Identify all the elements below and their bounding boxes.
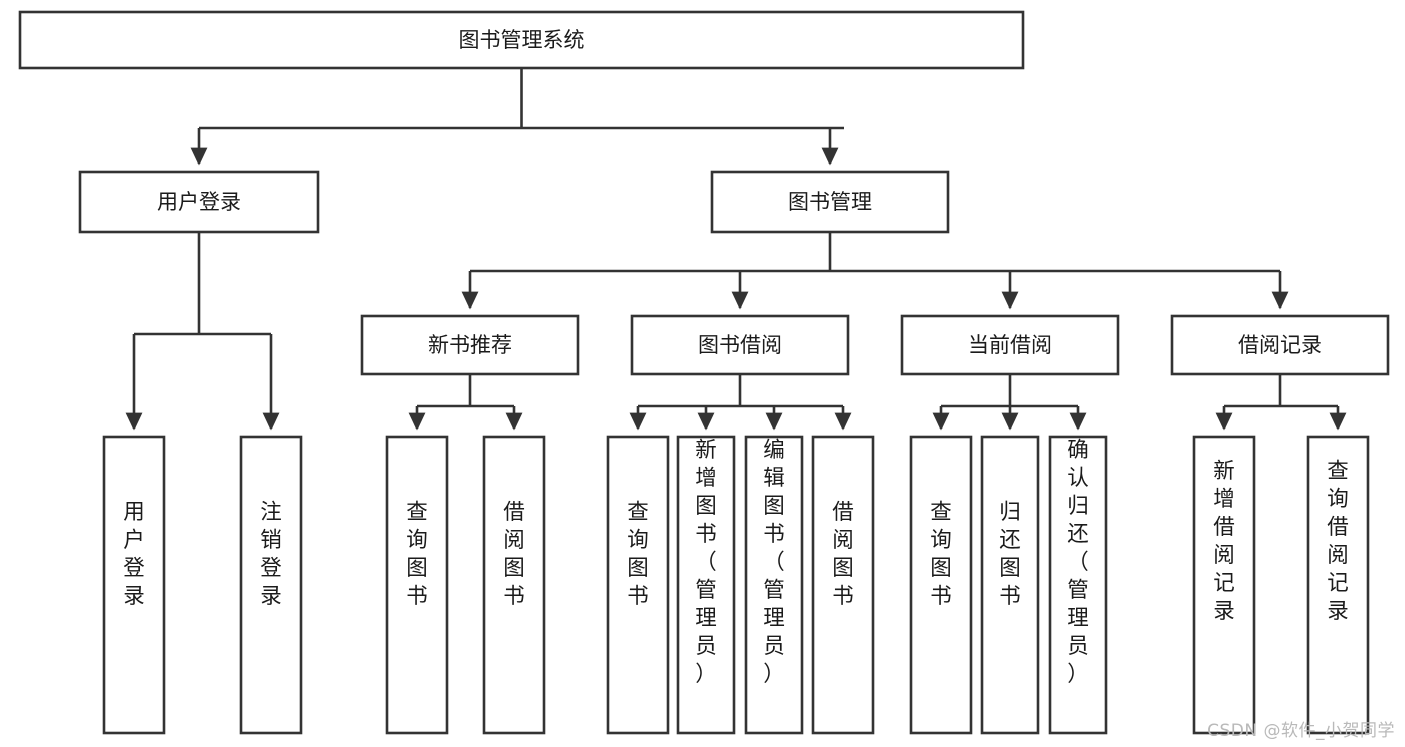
node-book-manage[interactable]: 图书管理 — [710, 170, 950, 234]
node-current-borrow-label: 当前借阅 — [968, 333, 1052, 357]
connector-root-to-level2 — [190, 68, 844, 166]
leaf-node[interactable]: 编辑图书（管理员） — [744, 435, 804, 735]
leaf-edit-book-label: 编辑图书（管理员） — [763, 438, 785, 687]
leaf-query-book-2-label: 查询图书 — [627, 500, 649, 609]
node-user-login-label: 用户登录 — [157, 190, 241, 214]
node-book-manage-box — [710, 170, 950, 234]
leaf-confirm-return-label: 确认归还（管理员） — [1067, 438, 1089, 687]
connector-currentborrow-to-leaves — [932, 374, 1087, 431]
node-book-borrow-label: 图书借阅 — [698, 333, 782, 357]
node-root-box — [18, 10, 1025, 70]
leaf-query-record-box — [1306, 435, 1370, 735]
node-borrow-record[interactable]: 借阅记录 — [1170, 314, 1390, 376]
leaf-node[interactable]: 归还图书 — [980, 435, 1040, 735]
node-user-login-box — [78, 170, 320, 234]
node-book-manage-label: 图书管理 — [788, 190, 872, 214]
leaf-borrow-book-1-label: 借阅图书 — [503, 500, 525, 609]
node-book-borrow[interactable]: 图书借阅 — [630, 314, 850, 376]
leaf-borrow-book-2-label: 借阅图书 — [832, 500, 854, 609]
leaf-return-book-label: 归还图书 — [999, 500, 1021, 609]
leaf-borrow-book-2-box — [811, 435, 875, 735]
connector-newbook-to-leaves — [408, 374, 523, 431]
leaf-query-book-3-label: 查询图书 — [930, 500, 952, 609]
leaf-query-book-3-box — [909, 435, 973, 735]
connector-bookborrow-to-leaves — [629, 374, 852, 431]
node-borrow-record-box — [1170, 314, 1390, 376]
node-root[interactable]: 图书管理系统 — [18, 10, 1025, 70]
node-user-login[interactable]: 用户登录 — [78, 170, 320, 234]
leaf-add-book-label: 新增图书（管理员） — [695, 438, 717, 687]
leaf-node[interactable]: 查询图书 — [909, 435, 973, 735]
connector-userlogin-to-leaves — [125, 232, 280, 431]
leaf-node[interactable]: 查询图书 — [385, 435, 449, 735]
leaf-add-record-box — [1192, 435, 1256, 735]
leaf-add-record-label: 新增借阅记录 — [1213, 459, 1235, 624]
leaf-user-login-label: 用户登录 — [123, 500, 145, 609]
leaf-user-login-box — [102, 435, 166, 735]
csdn-watermark: CSDN @软件_小贺同学 — [1207, 721, 1395, 741]
leaf-node[interactable]: 新增图书（管理员） — [676, 435, 736, 735]
leaf-node[interactable]: 查询图书 — [606, 435, 670, 735]
leaf-node[interactable]: 新增借阅记录 — [1192, 435, 1256, 735]
connector-borrowrecord-to-leaves — [1215, 374, 1347, 431]
leaf-query-book-2-box — [606, 435, 670, 735]
node-new-book-recommend[interactable]: 新书推荐 — [360, 314, 580, 376]
leaf-query-book-1-label: 查询图书 — [406, 500, 428, 609]
leaf-borrow-book-1-box — [482, 435, 546, 735]
leaf-edit-book-box — [744, 435, 804, 735]
node-root-label: 图书管理系统 — [459, 28, 585, 52]
node-book-borrow-box — [630, 314, 850, 376]
leaf-add-book-box — [676, 435, 736, 735]
node-current-borrow-box — [900, 314, 1120, 376]
leaf-confirm-return-box — [1048, 435, 1108, 735]
node-current-borrow[interactable]: 当前借阅 — [900, 314, 1120, 376]
leaf-node[interactable]: 借阅图书 — [482, 435, 546, 735]
leaf-node[interactable]: 确认归还（管理员） — [1048, 435, 1108, 735]
leaf-node[interactable]: 借阅图书 — [811, 435, 875, 735]
leaf-query-book-1-box — [385, 435, 449, 735]
leaf-return-book-box — [980, 435, 1040, 735]
leaf-node[interactable]: 注销登录 — [239, 435, 303, 735]
node-new-book-recommend-label: 新书推荐 — [428, 333, 512, 357]
leaf-user-logout-box — [239, 435, 303, 735]
node-borrow-record-label: 借阅记录 — [1238, 333, 1322, 357]
node-new-book-recommend-box — [360, 314, 580, 376]
connector-bookmanage-to-level3 — [461, 232, 1289, 310]
leaf-node[interactable]: 查询借阅记录 — [1306, 435, 1370, 735]
leaf-node[interactable]: 用户登录 — [102, 435, 166, 735]
leaf-user-logout-label: 注销登录 — [260, 500, 282, 609]
leaf-query-record-label: 查询借阅记录 — [1327, 459, 1349, 624]
